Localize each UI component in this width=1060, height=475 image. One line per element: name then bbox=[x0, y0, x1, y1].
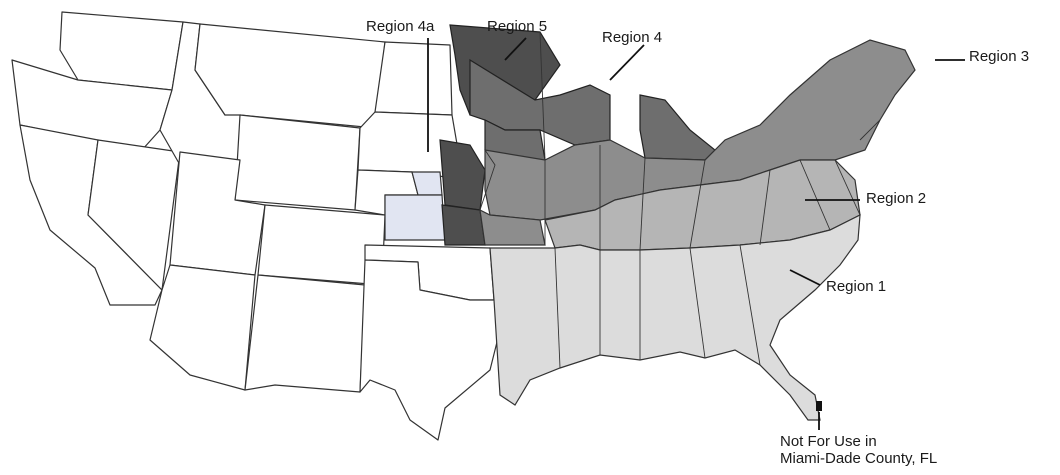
region-4-area bbox=[469, 58, 716, 166]
wyoming-state bbox=[234, 114, 361, 211]
arizona-state bbox=[149, 264, 256, 391]
washington-state bbox=[59, 11, 184, 91]
montana-state bbox=[194, 23, 386, 129]
texas-state bbox=[359, 259, 501, 441]
leader-region-4 bbox=[609, 44, 645, 81]
new-mexico-state bbox=[244, 274, 366, 393]
north-dakota-state bbox=[374, 41, 453, 116]
miami-dade-note: Not For Use in Miami-Dade County, FL bbox=[780, 433, 937, 467]
region-2-label: Region 2 bbox=[866, 190, 927, 207]
region-4a-label: Region 4a bbox=[366, 18, 435, 35]
miami-dade-note-line2: Miami-Dade County, FL bbox=[780, 450, 938, 467]
miami-dade-marker bbox=[816, 401, 822, 411]
state-borders bbox=[479, 31, 881, 369]
unassigned-states bbox=[11, 11, 501, 441]
region-1-area bbox=[489, 213, 861, 421]
region-5-label: Region 5 bbox=[487, 18, 548, 35]
leader-region-5 bbox=[504, 37, 527, 61]
leader-region-1 bbox=[789, 269, 821, 286]
region-3-label: Region 3 bbox=[969, 48, 1030, 65]
region-1-label: Region 1 bbox=[826, 278, 887, 295]
region-4-label: Region 4 bbox=[602, 29, 663, 46]
leader-lines bbox=[427, 37, 965, 430]
region-4a-area bbox=[384, 171, 446, 241]
miami-dade-note-line1: Not For Use in bbox=[780, 433, 877, 450]
